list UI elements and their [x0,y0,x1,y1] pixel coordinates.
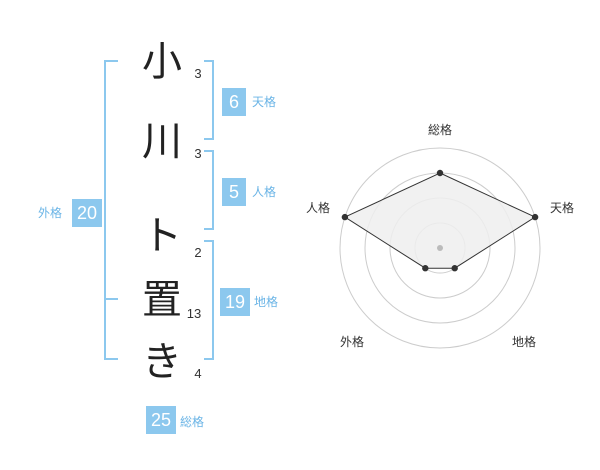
tenkaku-bracket [204,60,214,140]
radar-grid-ring [414,222,466,274]
radar-point-0 [436,169,444,177]
jinkaku-value: 5 [222,178,246,206]
radar-axis-label-chikaku: 地格 [512,335,537,349]
name-character-5: き [142,339,182,385]
name-character-4: 置 [142,277,182,323]
jinkaku-label: 人格 [252,185,277,199]
radar-point-4 [341,213,349,221]
radar-point-1 [531,213,539,221]
name-character-2: 川 [142,119,182,165]
gaikaku-bracket [104,60,118,360]
stroke-count-1: 3 [194,66,202,81]
chikaku-bracket [204,240,214,360]
radar-axis-label-tenkaku: 天格 [550,201,575,215]
radar-axis-label-jinkaku: 人格 [306,201,331,215]
chikaku-value: 19 [220,288,250,316]
stroke-count-4: 13 [186,306,202,321]
radar-grid-ring [389,197,491,299]
radar-grid-ring [364,172,516,324]
jinkaku-bracket [204,150,214,230]
radar-axis-label-gaikaku: 外格 [340,335,365,349]
soukaku-label: 総格 [180,415,205,429]
chikaku-label: 地格 [254,295,279,309]
radar-axis-label-soukaku: 総格 [428,123,453,137]
stroke-count-2: 3 [194,146,202,161]
tenkaku-value: 6 [222,88,246,116]
tenkaku-label: 天格 [252,95,277,109]
gaikaku-bracket-tick [104,298,118,300]
soukaku-value: 25 [146,406,176,434]
stroke-count-5: 4 [194,366,202,381]
gaikaku-value: 20 [72,199,102,227]
gaikaku-label: 外格 [38,206,63,220]
name-character-1: 小 [142,39,182,85]
radar-point-2 [451,265,458,272]
radar-series-area [343,172,537,269]
radar-point-3 [422,265,429,272]
name-character-3: ト [142,213,182,259]
stroke-count-3: 2 [194,245,202,260]
radar-center-point [437,245,443,251]
radar-grid-ring [339,147,541,349]
